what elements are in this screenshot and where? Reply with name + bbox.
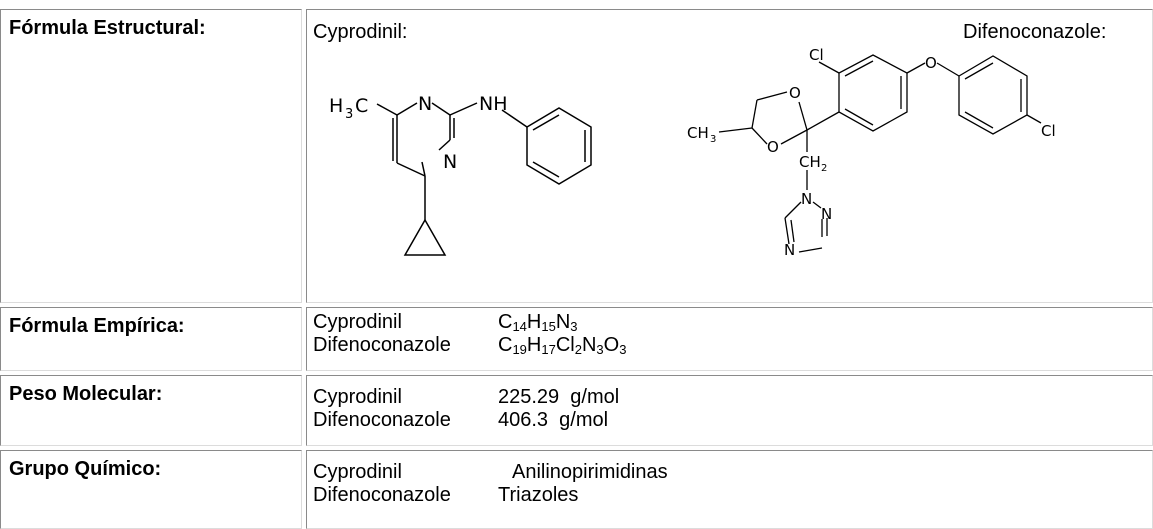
cyprodinil-structure-name: Cyprodinil: (313, 21, 408, 43)
svg-text:Cl: Cl (1041, 122, 1056, 140)
molecular-weight-label: Peso Molecular: (0, 375, 302, 446)
svg-text:C: C (355, 95, 368, 117)
structural-formula-cell: Cyprodinil: Difenoconazole: (306, 9, 1153, 303)
svg-text:O: O (789, 84, 801, 102)
empirical-row-cyprodinil: Cyprodinil C14H15N3 (313, 311, 1152, 334)
compound-name: Cyprodinil (313, 386, 402, 408)
mw-row-cyprodinil: Cyprodinil 225.29 g/mol (313, 386, 1152, 409)
svg-text:N: N (784, 241, 795, 259)
svg-text:N: N (801, 190, 812, 208)
svg-text:H: H (329, 95, 343, 117)
empirical-formula-value: C14H15N3 (498, 311, 578, 334)
group-row-cyprodinil: Cyprodinil Anilinopirimidinas (313, 461, 1152, 484)
svg-text:N: N (821, 205, 832, 223)
compound-name: Difenoconazole (313, 334, 451, 356)
svg-text:CH: CH (799, 153, 821, 171)
chemical-group-label: Grupo Químico: (0, 450, 302, 529)
difenoconazole-structure-diagram: Cl O O CH 3 O Cl CH 2 N N N (687, 46, 1056, 259)
compound-name: Difenoconazole (313, 409, 451, 431)
svg-text:N: N (418, 93, 432, 115)
empirical-formula-value: C19H17Cl2N3O3 (498, 334, 627, 357)
svg-text:NH: NH (479, 93, 508, 115)
group-value: Triazoles (498, 484, 579, 506)
structural-formula-label: Fórmula Estructural: (0, 9, 302, 303)
empirical-formula-cell: Cyprodinil C14H15N3 Difenoconazole C19H17C… (306, 307, 1153, 371)
compound-name: Cyprodinil (313, 461, 402, 483)
group-value: Anilinopirimidinas (512, 461, 668, 483)
svg-text:2: 2 (821, 163, 827, 174)
empirical-row-difenoconazole: Difenoconazole C19H17Cl2N3O3 (313, 334, 1152, 357)
cyprodinil-structure-diagram: H 3 C N N NH (329, 93, 592, 256)
empirical-formula-label: Fórmula Empírica: (0, 307, 302, 371)
compound-name: Difenoconazole (313, 484, 451, 506)
group-row-difenoconazole: Difenoconazole Triazoles (313, 484, 1152, 507)
mw-row-difenoconazole: Difenoconazole 406.3 g/mol (313, 409, 1152, 432)
molecular-weight-cell: Cyprodinil 225.29 g/mol Difenoconazole 406… (306, 375, 1153, 446)
chemical-group-cell: Cyprodinil Anilinopirimidinas Difenoconaz… (306, 450, 1153, 529)
svg-text:Cl: Cl (809, 46, 824, 64)
mw-value: 406.3 g/mol (498, 409, 609, 431)
svg-text:CH: CH (687, 124, 709, 142)
svg-text:O: O (767, 138, 779, 156)
svg-text:3: 3 (710, 134, 716, 145)
svg-text:3: 3 (345, 107, 353, 122)
svg-text:O: O (925, 54, 937, 72)
svg-text:N: N (443, 151, 457, 173)
compound-name: Cyprodinil (313, 311, 402, 333)
mw-value: 225.29 g/mol (498, 386, 620, 408)
difenoconazole-structure-name: Difenoconazole: (963, 21, 1107, 43)
